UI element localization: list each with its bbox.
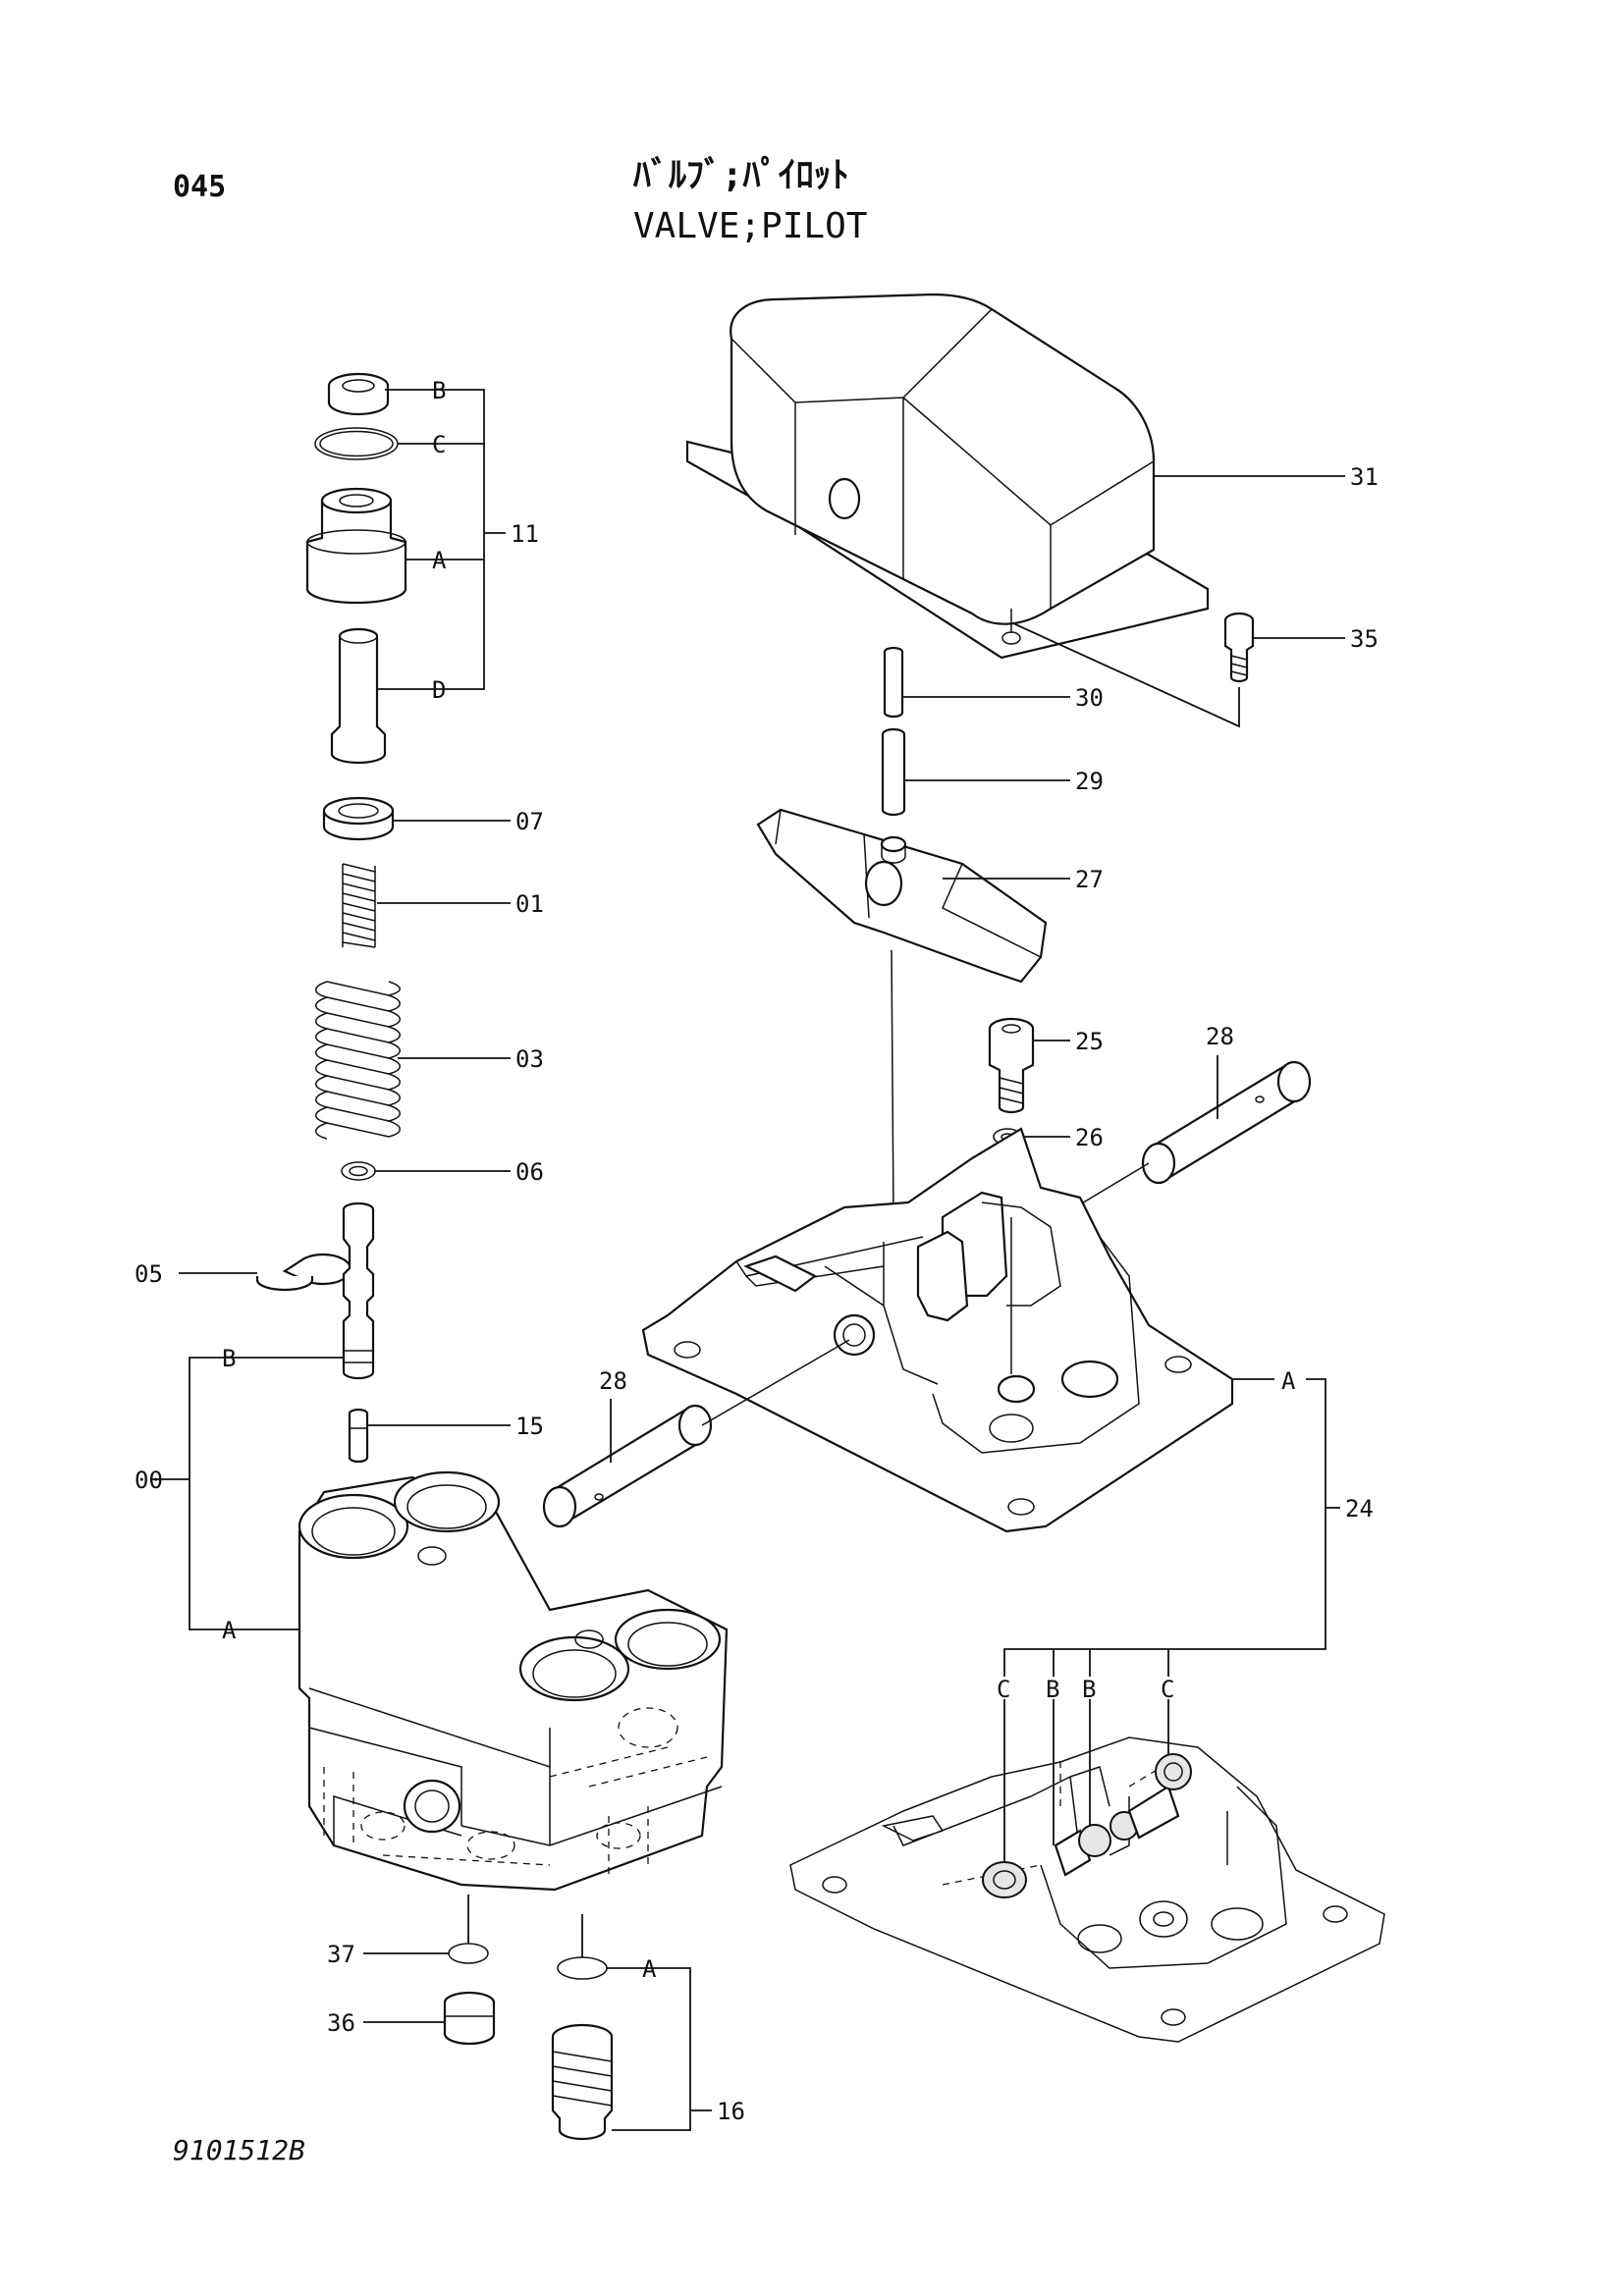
label-00-b: B [222,1345,236,1372]
label-11-c: C [432,431,446,458]
callout-26: 26 [1075,1124,1104,1151]
part-28-pin-lower [542,1404,713,1528]
callout-25: 25 [1075,1028,1104,1055]
title-japanese: ﾊﾞﾙﾌﾞ;ﾊﾟｲﾛｯﾄ [632,154,849,195]
part-25-bolt [988,1017,1035,1114]
part-05-clip [255,1253,352,1292]
part-00-b-spool [342,1201,375,1380]
label-24-b-right: B [1082,1676,1096,1703]
callout-27: 27 [1075,866,1104,893]
callout-30: 30 [1075,684,1104,712]
label-24-a: A [1281,1367,1296,1395]
callout-15: 15 [515,1413,544,1440]
part-24-bracket [1003,1378,1340,1677]
drawing-number: 9101512B [173,2134,305,2166]
callout-35: 35 [1350,625,1379,653]
label-11-b: B [432,377,446,404]
page-number: 045 [173,170,226,204]
part-36-plug [443,1991,496,2046]
callout-36: 36 [327,2009,355,2037]
callout-03: 03 [515,1045,544,1073]
label-24-c-left: C [997,1676,1010,1703]
label-24-c-right: C [1161,1676,1174,1703]
part-31-cover-boot [685,293,1210,660]
part-30-pin [883,646,904,719]
callout-29: 29 [1075,768,1104,795]
callout-24: 24 [1345,1495,1374,1522]
callout-11: 11 [511,520,539,548]
part-11-d-pusher [330,627,387,765]
part-28-pin-upper [1141,1060,1312,1185]
title-english: VALVE;PILOT [633,206,867,246]
part-27-cam-plate [756,808,1048,984]
part-00-bracket [150,1357,344,1630]
part-11-c-oring [314,427,399,460]
part-16-a-oring [557,1914,608,1980]
part-35-screw [1223,612,1255,683]
part-01-inner-spring [342,863,376,948]
callout-37: 37 [327,1941,355,1968]
callout-01: 01 [515,890,544,918]
callout-07: 07 [515,808,544,835]
label-00-a: A [222,1617,237,1644]
part-16-fitting [551,2023,614,2141]
part-24-casing-detail [789,1699,1385,2043]
callout-31: 31 [1350,463,1379,491]
part-16-bracket [607,1967,712,2131]
part-11-b-cap [327,372,390,416]
label-11-a: A [432,547,447,574]
part-03-outer-spring [315,981,401,1140]
callout-16: 16 [717,2098,745,2125]
part-07-washer [322,796,395,841]
part-15-pin [348,1408,369,1464]
callout-28-upper: 28 [1206,1023,1234,1050]
part-11-bracket [377,389,506,690]
part-29-pin [881,727,906,817]
label-24-b-left: B [1046,1676,1059,1703]
part-37-oring [448,1895,489,1964]
label-11-d: D [432,676,446,704]
callout-05: 05 [135,1260,163,1288]
callout-00: 00 [135,1467,163,1494]
part-06-ring [341,1161,376,1181]
callout-06: 06 [515,1158,544,1186]
part-00-a-valve-body [298,1470,729,1892]
label-16-a: A [642,1955,657,1983]
callout-28-lower: 28 [599,1367,627,1395]
part-11-a-bushing [305,487,407,605]
part-24-base-casing [641,1127,1234,1533]
